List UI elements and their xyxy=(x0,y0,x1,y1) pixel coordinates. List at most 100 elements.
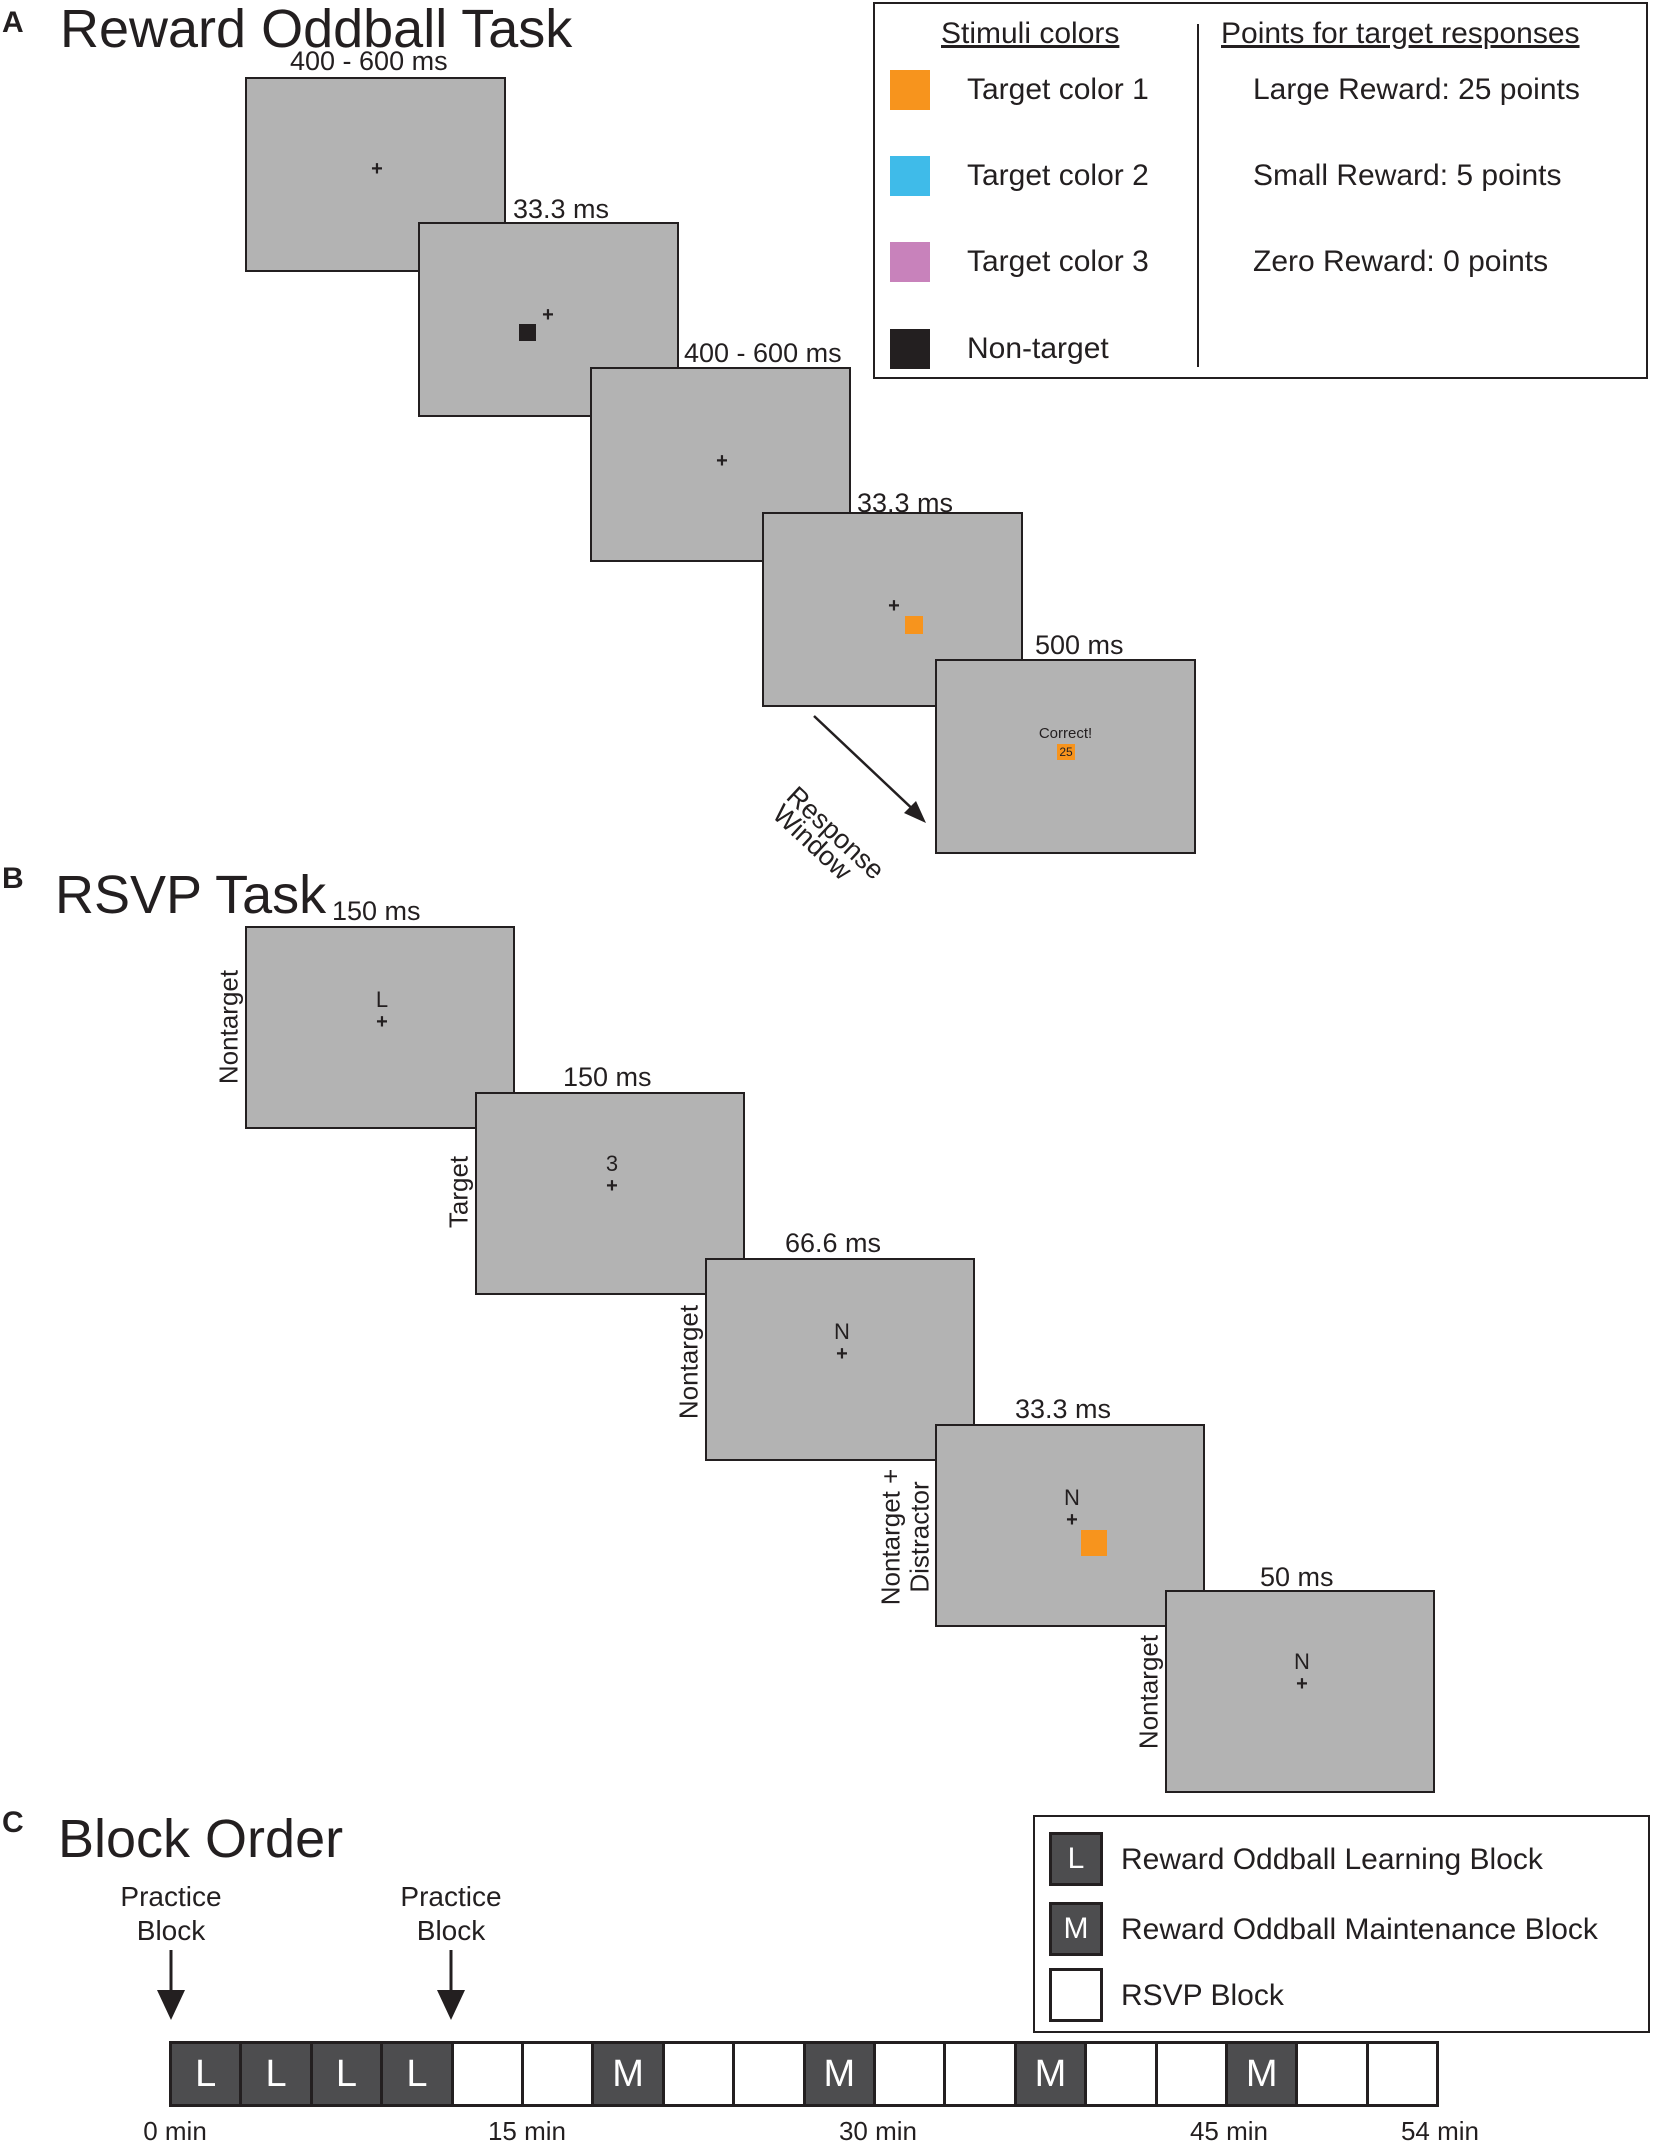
rsvp-side-label-5: Nontarget xyxy=(1133,1634,1164,1750)
target-square xyxy=(905,616,923,634)
rsvp-side-label-4-line1: Nontarget + xyxy=(875,1468,906,1606)
legend-points-zero: Zero Reward: 0 points xyxy=(1253,245,1549,278)
legend-points-heading: Points for target responses xyxy=(1221,17,1580,50)
rsvp-duration-1: 150 ms xyxy=(332,896,421,926)
fixation-cross: + xyxy=(371,158,383,180)
duration-label-a5: 500 ms xyxy=(1035,630,1124,660)
fixation-cross: + xyxy=(716,450,728,472)
rsvp-duration-5: 50 ms xyxy=(1260,1562,1334,1592)
learning-block: L xyxy=(309,2041,384,2107)
feedback-text: Correct! xyxy=(1038,725,1093,742)
rsvp-block xyxy=(450,2041,524,2107)
panel-letter-a: A xyxy=(2,6,24,39)
legend-color-label-2: Target color 2 xyxy=(967,159,1149,192)
rsvp-block xyxy=(873,2041,947,2107)
panel-letter-b: B xyxy=(2,862,24,895)
rsvp-duration-2: 150 ms xyxy=(563,1062,652,1092)
practice-arrow-1 xyxy=(157,1950,185,2020)
legend-colors-heading: Stimuli colors xyxy=(941,17,1120,50)
legend-color-label-3: Target color 3 xyxy=(967,245,1149,278)
rsvp-frame-4: N + xyxy=(935,1424,1205,1627)
learning-block: L xyxy=(239,2041,313,2107)
oddball-screen-nontarget: + xyxy=(418,222,679,417)
rsvp-block xyxy=(1084,2041,1158,2107)
duration-label-a1: 400 - 600 ms xyxy=(290,46,448,76)
rsvp-frame-5: N + xyxy=(1165,1590,1435,1793)
rsvp-side-label-2: Target xyxy=(443,1155,474,1229)
fixation-cross: + xyxy=(376,1011,388,1033)
fixation-cross: + xyxy=(1066,1509,1078,1531)
learning-block: L xyxy=(380,2041,454,2107)
panel-b-title: RSVP Task xyxy=(55,865,327,925)
rsvp-frame-1: L + xyxy=(245,926,515,1129)
swatch-target-color-1 xyxy=(890,70,930,110)
tick-label-0: 0 min xyxy=(143,2116,207,2146)
practice-arrow-2 xyxy=(437,1950,465,2020)
swatch-target-color-2 xyxy=(890,156,930,196)
rsvp-block xyxy=(943,2041,1017,2107)
legend-block-learning: L xyxy=(1049,1832,1103,1886)
rsvp-block xyxy=(1365,2041,1440,2107)
rsvp-frame-3: N + xyxy=(705,1258,975,1461)
block-legend: L Reward Oddball Learning Block M Reward… xyxy=(1033,1815,1650,2033)
stimuli-legend: Stimuli colors Points for target respons… xyxy=(873,2,1648,379)
tick-label-30: 30 min xyxy=(838,2116,918,2146)
legend-block-learning-label: Reward Oddball Learning Block xyxy=(1121,1843,1543,1876)
response-window-arrow xyxy=(813,715,926,823)
swatch-target-color-3 xyxy=(890,242,930,282)
nontarget-square xyxy=(519,324,536,341)
fixation-cross: + xyxy=(836,1343,848,1365)
tick-label-54: 54 min xyxy=(1400,2116,1480,2146)
maintenance-block: M xyxy=(802,2041,876,2107)
distractor-square xyxy=(1081,1530,1107,1556)
maintenance-block: M xyxy=(1013,2041,1088,2107)
rsvp-block xyxy=(1154,2041,1228,2107)
rsvp-stimulus-letter: N xyxy=(1294,1649,1310,1674)
maintenance-block: M xyxy=(1225,2041,1299,2107)
panel-a-title: Reward Oddball Task xyxy=(60,0,573,59)
legend-block-maintenance-label: Reward Oddball Maintenance Block xyxy=(1121,1913,1598,1946)
fixation-cross: + xyxy=(606,1175,618,1197)
tick-label-45: 45 min xyxy=(1189,2116,1269,2146)
rsvp-side-label-4-line2: Distractor xyxy=(904,1481,934,1593)
panel-c-title: Block Order xyxy=(58,1809,344,1869)
rsvp-duration-4: 33.3 ms xyxy=(1015,1394,1112,1424)
practice-block-label-2: Practice Block xyxy=(400,1880,501,1947)
tick-label-15: 15 min xyxy=(487,2116,567,2146)
swatch-non-target xyxy=(890,329,930,369)
duration-label-a2: 33.3 ms xyxy=(513,194,610,224)
legend-block-maintenance: M xyxy=(1049,1902,1103,1956)
feedback-points: 25 xyxy=(1057,744,1075,760)
rsvp-block xyxy=(732,2041,806,2107)
rsvp-block xyxy=(1295,2041,1369,2107)
fixation-cross: + xyxy=(542,304,554,326)
rsvp-duration-3: 66.6 ms xyxy=(785,1228,882,1258)
legend-points-small: Small Reward: 5 points xyxy=(1253,159,1562,192)
rsvp-block xyxy=(521,2041,595,2107)
practice-label-line1: Practice xyxy=(400,1881,502,1912)
practice-label-line2: Block xyxy=(416,1914,486,1946)
fixation-cross: + xyxy=(1296,1673,1308,1695)
practice-label-line1: Practice xyxy=(120,1881,222,1912)
rsvp-frame-2: 3 + xyxy=(475,1092,745,1295)
legend-divider xyxy=(1197,24,1199,367)
practice-label-line2: Block xyxy=(136,1914,206,1946)
legend-color-label-4: Non-target xyxy=(967,332,1109,365)
rsvp-side-label-3: Nontarget xyxy=(673,1304,704,1420)
legend-block-rsvp xyxy=(1049,1968,1103,2022)
rsvp-block xyxy=(661,2041,736,2107)
maintenance-block: M xyxy=(591,2041,665,2107)
legend-points-large: Large Reward: 25 points xyxy=(1253,73,1580,106)
rsvp-stimulus-letter: L xyxy=(375,987,389,1012)
rsvp-stimulus-digit: 3 xyxy=(605,1151,619,1176)
rsvp-stimulus-letter: N xyxy=(1064,1485,1080,1510)
duration-label-a3: 400 - 600 ms xyxy=(684,338,842,368)
panel-letter-c: C xyxy=(2,1806,24,1839)
learning-block: L xyxy=(169,2041,243,2107)
legend-block-rsvp-label: RSVP Block xyxy=(1121,1979,1284,2012)
legend-color-label-1: Target color 1 xyxy=(967,73,1149,106)
rsvp-side-label-4: Nontarget + Distractor xyxy=(875,1392,934,1682)
fixation-cross: + xyxy=(888,595,900,617)
rsvp-side-label-1: Nontarget xyxy=(213,969,244,1085)
oddball-screen-feedback: Correct! 25 xyxy=(935,659,1196,854)
